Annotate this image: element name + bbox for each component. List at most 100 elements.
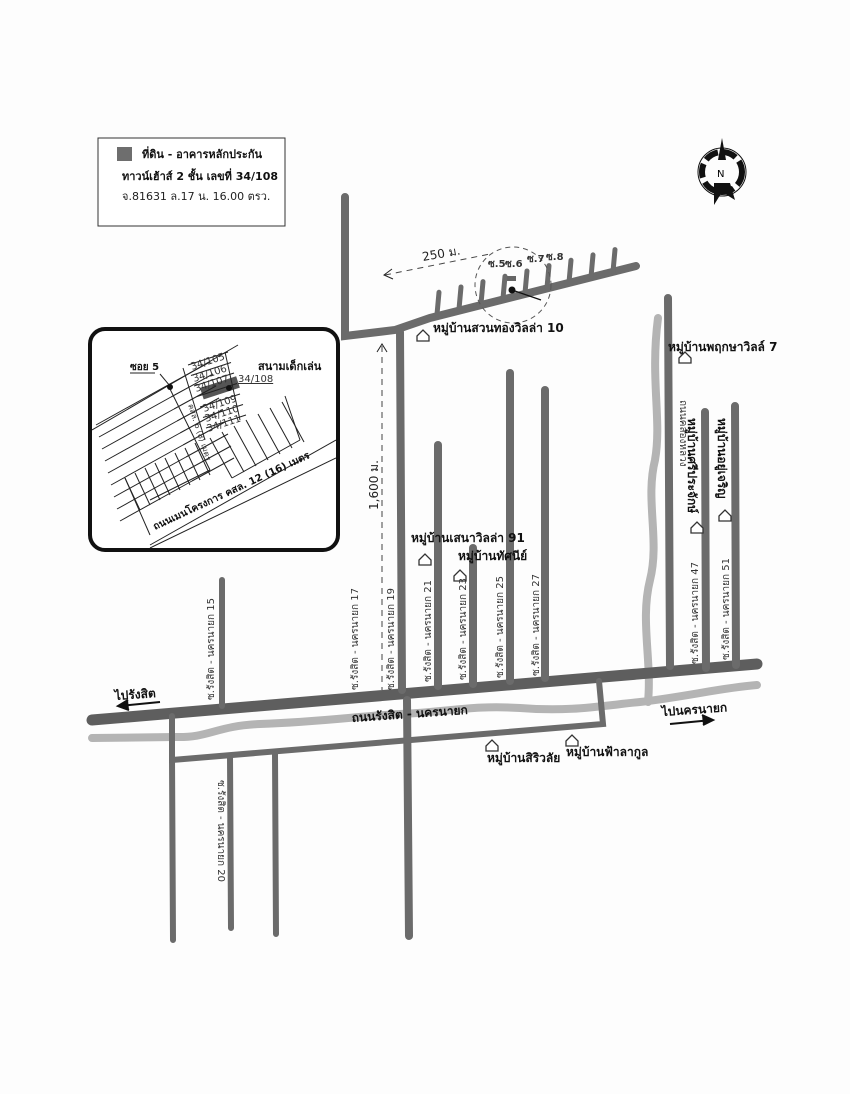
village-siri-label: หมู่บ้านสิริวลัย	[487, 751, 560, 766]
inset-parcel-line	[113, 456, 187, 498]
inset-parcel-line	[98, 396, 172, 438]
comb-sois	[434, 247, 618, 317]
north-arrow-icon: N	[697, 138, 747, 205]
arrow-left-icon	[115, 699, 161, 711]
comb-soi	[478, 279, 486, 307]
road-khlong-luang	[664, 294, 674, 670]
inset-parcel-line	[154, 462, 171, 496]
soi-23-label: ซ.รังสิต - นครนายก 23	[458, 578, 469, 680]
inset-parcel-line	[124, 477, 151, 536]
inset-parcel-line	[182, 367, 206, 441]
distance-top-label: 250 ม.	[421, 243, 461, 263]
soi-47-label: ซ.รังสิต - นครนายก 47	[690, 562, 701, 664]
comb-soi	[500, 273, 508, 301]
soi-51-label: ซ.รังสิต - นครนายก 51	[721, 558, 732, 660]
inset-parcel-line	[110, 444, 184, 486]
village-yu-label: หมู่บ้านอยู่เจริญ	[714, 418, 729, 498]
soi-21-label: ซ.รังสิต - นครนายก 21	[423, 580, 434, 682]
comb-soi	[566, 257, 574, 285]
inset-parcel-line	[190, 362, 232, 376]
soi-19-label: ซ.รังสิต - นครนายก 19	[386, 588, 397, 690]
comb-soi	[610, 247, 618, 275]
inset-parcel-line	[185, 433, 229, 458]
target-circle	[474, 246, 552, 324]
distance-line-top	[384, 253, 491, 276]
inset-parcel-line	[194, 442, 211, 476]
to-nakhon-label: ไปนครนายก	[659, 699, 727, 719]
village-sri-label: หมู่บ้านศรีประจักษ์	[684, 418, 699, 513]
inset-parcel-line	[134, 472, 151, 506]
house-icon	[485, 739, 499, 752]
inset-parcel-line	[269, 407, 293, 449]
inset-parcel-line	[170, 373, 214, 398]
inset-map: ซอย 5 สนามเด็กเล่น 34/108 34/105 34/106 …	[88, 327, 340, 552]
village-tassanee-label: หมู่บ้านทัศนีย์	[458, 549, 527, 564]
inset-parcel-line	[174, 452, 191, 486]
road-soi-20	[227, 753, 234, 931]
village-pruksa-label: หมู่บ้านพฤกษาวิลล์ 7	[668, 340, 777, 355]
legend-line-1: ที่ดิน - อาคารหลักประกัน	[142, 146, 262, 161]
soi-17-label: ซ.รังสิต - นครนายก 17	[350, 588, 361, 690]
to-rangsit-label: ไปรังสิต	[112, 685, 156, 703]
compass-label: N	[717, 169, 724, 180]
inset-parcel-line	[193, 372, 235, 387]
house-icon	[678, 351, 692, 364]
inset-target-label: 34/108	[238, 374, 273, 385]
target-building	[507, 276, 516, 281]
inset-parcel-line	[119, 480, 193, 522]
house-icon	[416, 329, 430, 342]
playground-label: สนามเด็กเล่น	[258, 359, 322, 373]
soi-6-label: ซ.6	[505, 259, 523, 270]
main-road	[86, 658, 763, 726]
road-soi-19-south	[396, 328, 406, 694]
inset-parcel-line	[149, 469, 211, 501]
target-dot	[508, 286, 516, 294]
inset-parcel-line	[202, 404, 244, 418]
inset-parcel-line	[257, 413, 281, 455]
khlong-road-label: ถนนคลองหลวง	[677, 400, 688, 467]
inset-parcel-line	[224, 351, 241, 421]
inset-parcel-line	[184, 447, 201, 481]
road-soi-51	[731, 402, 740, 669]
distance-vertical-label: 1,600 ม.	[367, 460, 381, 510]
house-icon	[718, 509, 732, 522]
inset-parcel-line	[281, 401, 305, 443]
inset-parcel-line	[231, 439, 301, 479]
inset-parcel-line	[144, 467, 161, 501]
road-soi-19	[341, 193, 640, 341]
arrow-up	[376, 343, 388, 353]
inset-soi-label: ซอย 5	[130, 362, 159, 373]
road-south-4	[403, 696, 413, 940]
comb-soi	[456, 284, 464, 312]
inset-parcel-line	[233, 425, 257, 467]
arrow-right-icon	[669, 714, 716, 726]
inset-parcel-line	[95, 384, 169, 426]
legend-line-2: ทาวน์เฮ้าส์ 2 ชั้น เลขที่ 34/108	[122, 168, 278, 183]
inset-parcel-line	[209, 437, 233, 479]
soi-8-label: ซ.8	[546, 252, 564, 263]
inset-parcel-line	[116, 468, 190, 510]
inset-parcel-line	[199, 393, 241, 408]
inset-parcel-line	[104, 420, 178, 462]
canal-branch	[641, 314, 662, 706]
legend-line-3: จ.81631 ล.17 น. 16.00 ตรว.	[122, 190, 270, 203]
legend-swatch	[117, 147, 132, 161]
village-fa-label: หมู่บ้านฟ้าลากูล	[566, 745, 648, 760]
house-icon	[418, 553, 432, 566]
target-pointer	[511, 289, 542, 301]
inset-parcel-line	[167, 361, 211, 386]
inset-parcel-line	[173, 385, 217, 410]
village-suanthong-label: หมู่บ้านสวนทองวิลล่า 10	[433, 321, 564, 336]
soi-25-label: ซ.รังสิต - นครนายก 25	[495, 576, 506, 678]
inset-parcel-line	[221, 431, 245, 473]
road-south-1	[169, 755, 176, 943]
house-icon	[453, 569, 467, 582]
road-soi-47	[701, 408, 710, 672]
inset-parcel-line	[187, 351, 229, 366]
soi-5-label: ซ.5	[488, 259, 506, 270]
inset-parcel-line	[101, 408, 175, 450]
house-icon	[690, 521, 704, 534]
soi-15-label: ซ.รังสิต - นครนายก 15	[206, 598, 217, 700]
